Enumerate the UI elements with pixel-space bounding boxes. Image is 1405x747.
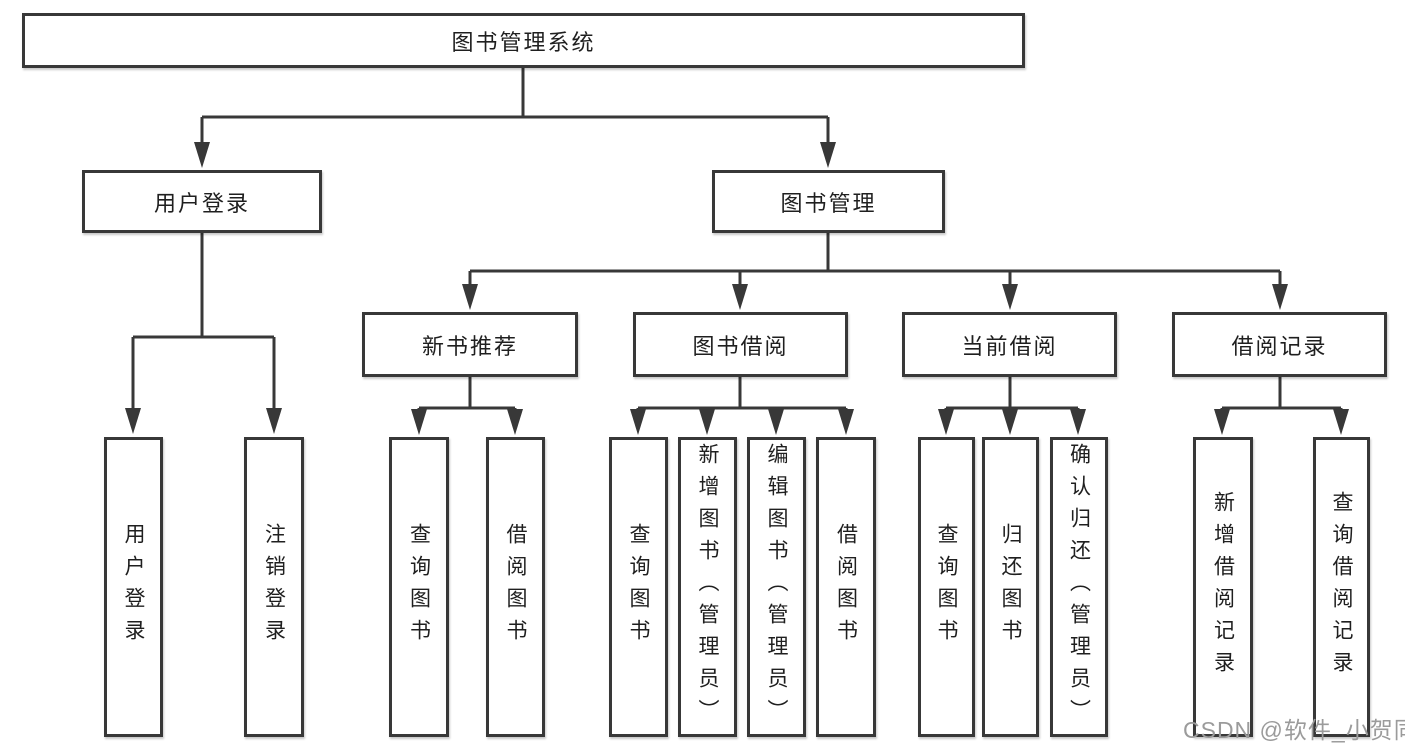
- connector-newbookrec-to-leaves: [411, 377, 523, 435]
- leaf-bb-borrow-books: 借阅图书: [816, 437, 876, 737]
- node-book-borrow: 图书借阅: [633, 312, 848, 377]
- leaf-cb-return-books: 归还图书: [982, 437, 1039, 737]
- leaf-br-query-record: 查询借阅记录: [1313, 437, 1370, 737]
- leaf-bb-add-books-admin: 新增图书（管理员）: [678, 437, 737, 737]
- node-borrow-records-label: 借阅记录: [1231, 333, 1328, 359]
- leaf-bb-query-books-label: 查询图书: [627, 523, 650, 651]
- node-borrow-records: 借阅记录: [1172, 312, 1387, 377]
- node-user-login: 用户登录: [82, 170, 322, 233]
- leaf-nb-borrow-books: 借阅图书: [486, 437, 545, 737]
- leaf-nb-query-books-label: 查询图书: [407, 523, 431, 651]
- leaf-br-query-record-label: 查询借阅记录: [1330, 491, 1353, 683]
- node-book-management: 图书管理: [712, 170, 945, 233]
- leaf-br-add-record-label: 新增借阅记录: [1211, 491, 1235, 683]
- leaf-cb-query-books-label: 查询图书: [935, 523, 958, 651]
- connector-userlogin-to-leaves: [125, 233, 282, 434]
- node-user-login-label: 用户登录: [153, 190, 250, 216]
- connector-bookmgmt-to-level3: [462, 233, 1288, 310]
- node-current-borrow-label: 当前借阅: [961, 333, 1058, 359]
- leaf-nb-query-books: 查询图书: [389, 437, 449, 737]
- leaf-bb-edit-books-admin-label: 编辑图书（管理员）: [765, 443, 788, 731]
- connector-bookborrow-to-leaves: [630, 377, 854, 435]
- node-root-label: 图书管理系统: [451, 29, 596, 55]
- node-new-book-recommend-label: 新书推荐: [421, 333, 518, 359]
- leaf-cb-confirm-return-admin-label: 确认归还（管理员）: [1067, 443, 1091, 731]
- node-book-management-label: 图书管理: [780, 190, 877, 216]
- node-book-borrow-label: 图书借阅: [692, 333, 789, 359]
- leaf-nb-borrow-books-label: 借阅图书: [504, 523, 527, 651]
- node-root: 图书管理系统: [22, 13, 1025, 68]
- leaf-bb-add-books-admin-label: 新增图书（管理员）: [696, 443, 719, 731]
- leaf-logout: 注销登录: [244, 437, 304, 737]
- node-new-book-recommend: 新书推荐: [362, 312, 578, 377]
- leaf-bb-borrow-books-label: 借阅图书: [834, 523, 858, 651]
- leaf-user-login: 用户登录: [104, 437, 163, 737]
- node-current-borrow: 当前借阅: [902, 312, 1117, 377]
- leaf-bb-edit-books-admin: 编辑图书（管理员）: [747, 437, 806, 737]
- csdn-watermark: CSDN @软件_小贺同学: [1183, 717, 1405, 743]
- leaf-cb-confirm-return-admin: 确认归还（管理员）: [1050, 437, 1108, 737]
- leaf-cb-query-books: 查询图书: [918, 437, 975, 737]
- leaf-logout-label: 注销登录: [262, 523, 286, 651]
- leaf-user-login-label: 用户登录: [122, 523, 145, 651]
- connector-borrowrecords-to-leaves: [1214, 377, 1349, 435]
- connector-root-to-level2: [194, 68, 836, 168]
- leaf-bb-query-books: 查询图书: [609, 437, 668, 737]
- leaf-cb-return-books-label: 归还图书: [999, 523, 1022, 651]
- leaf-br-add-record: 新增借阅记录: [1193, 437, 1253, 737]
- connector-currentborrow-to-leaves: [938, 377, 1086, 435]
